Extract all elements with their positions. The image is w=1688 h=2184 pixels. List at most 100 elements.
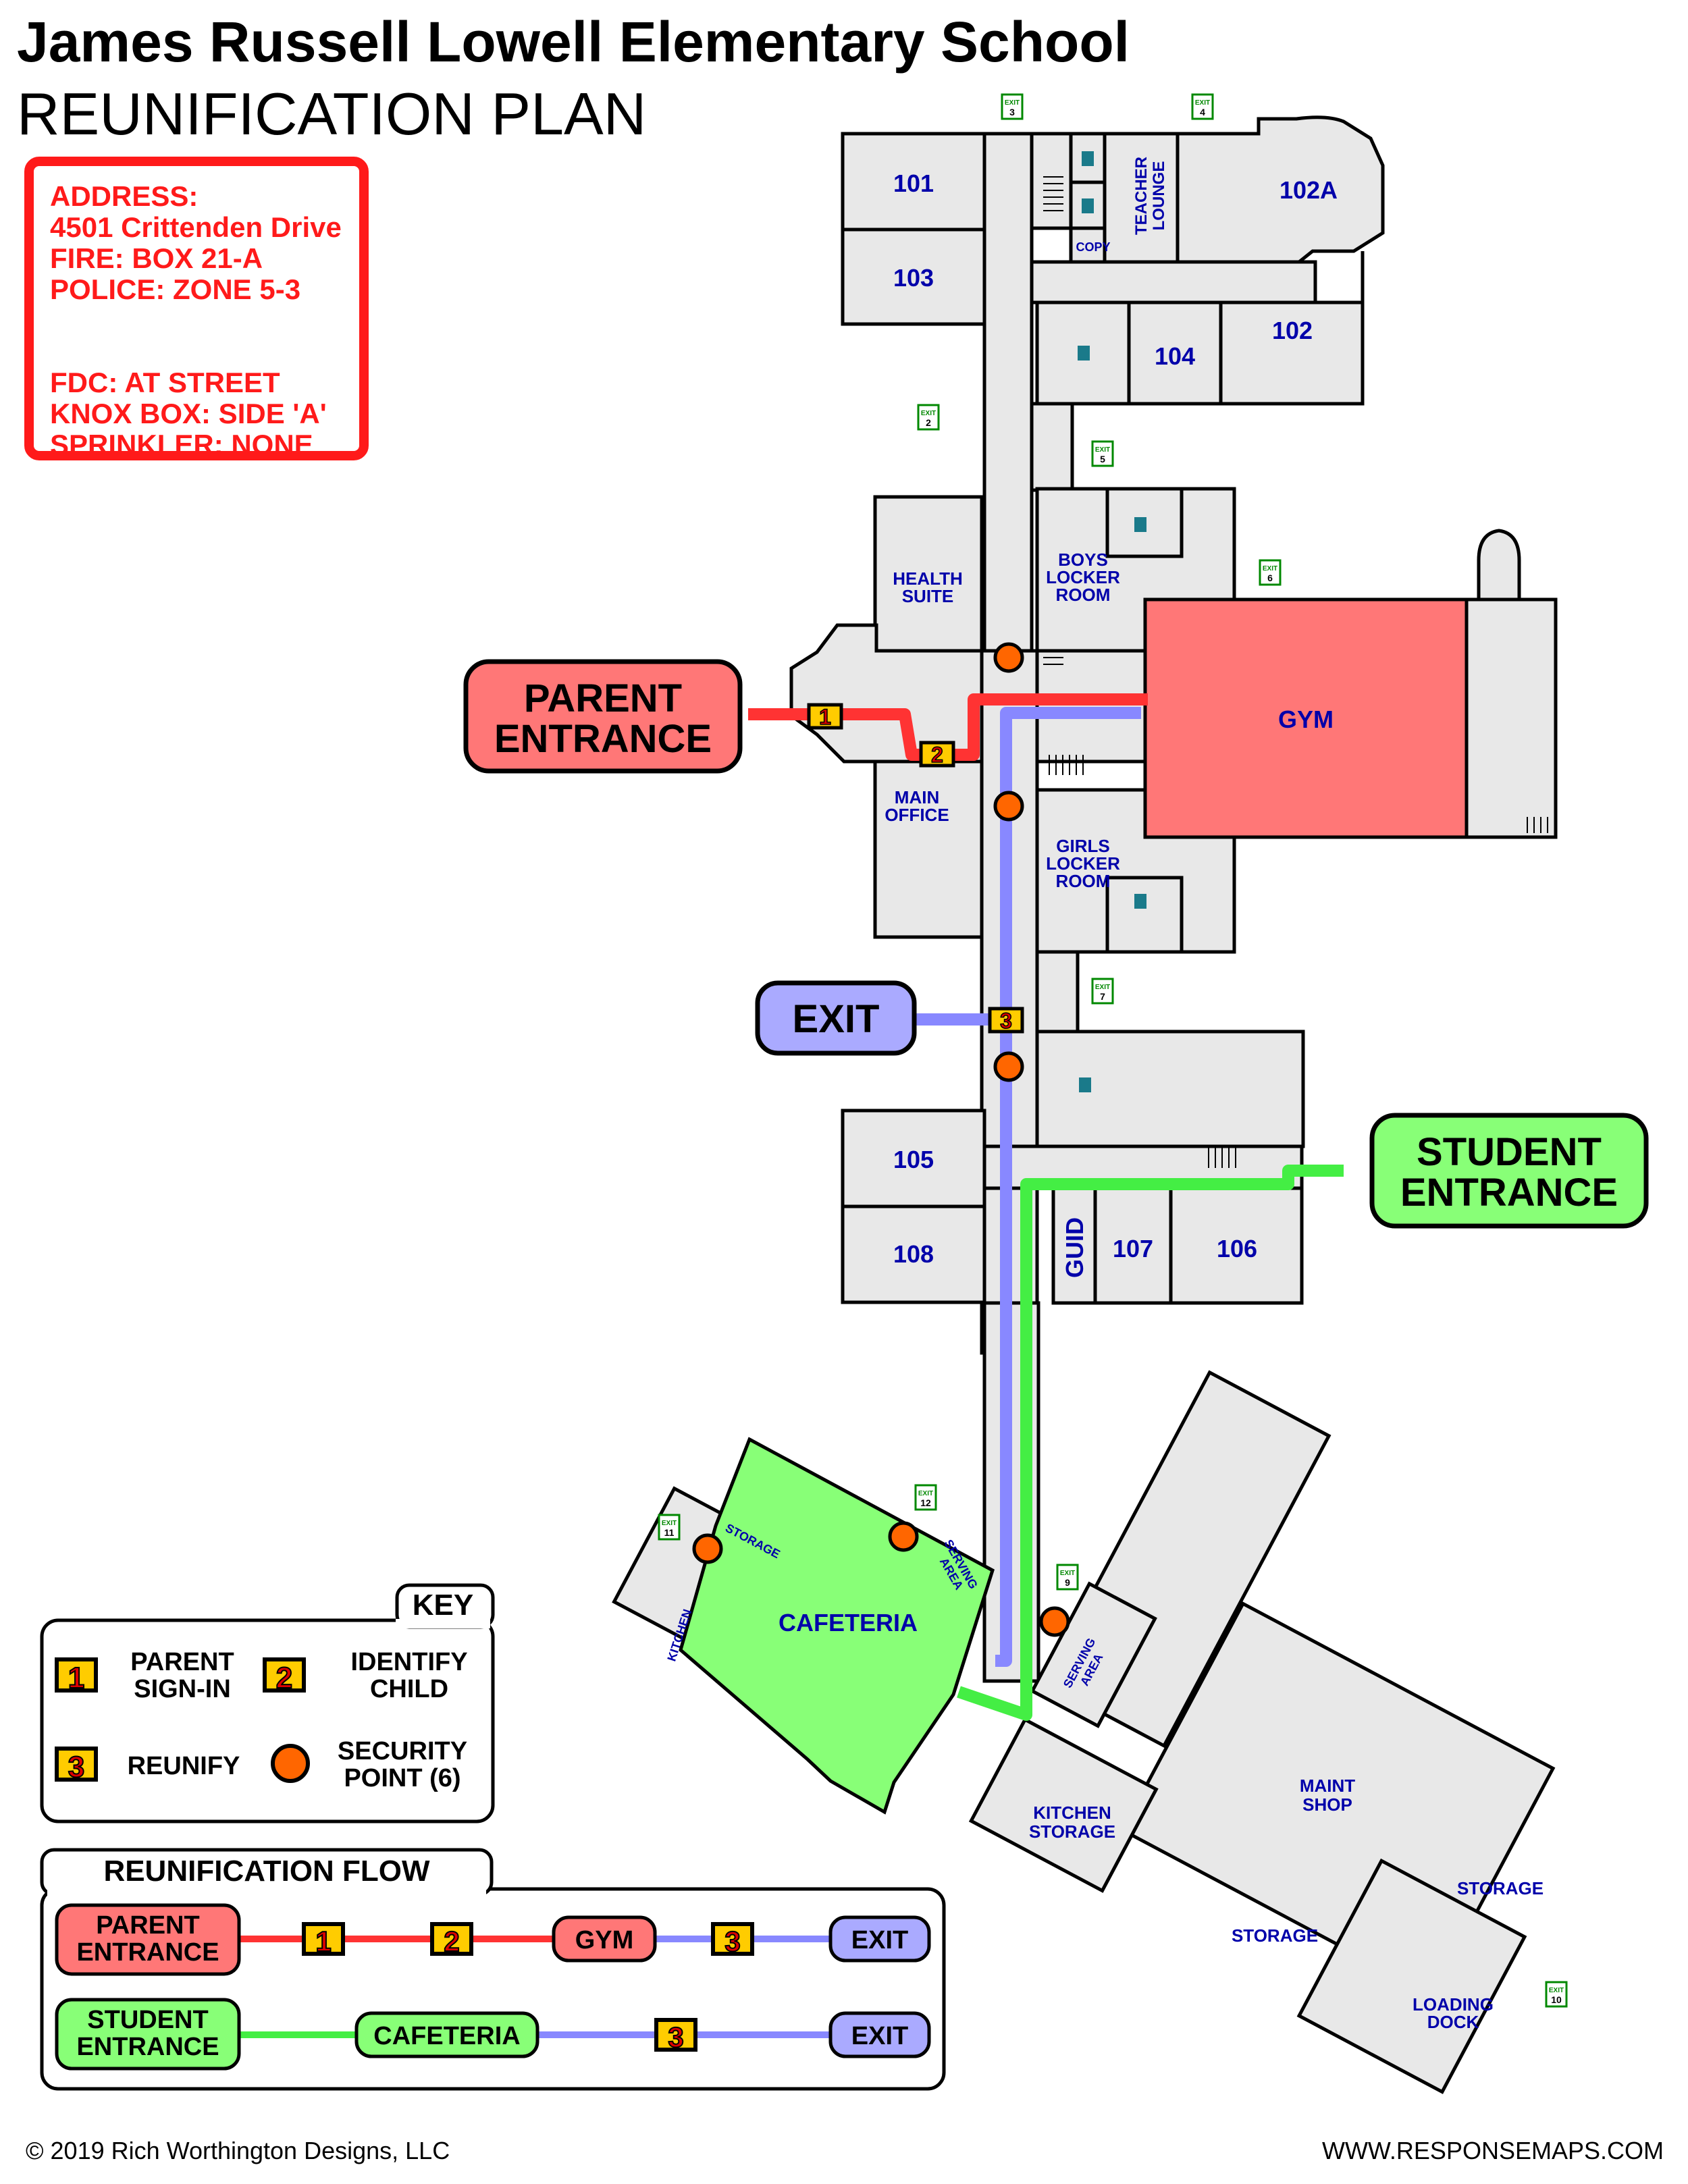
svg-text:10: 10 [1551,1994,1562,2005]
svg-text:EXIT: EXIT [918,1490,933,1497]
restroom-icon [1134,894,1146,909]
gym-annex [1465,597,1558,839]
flow-student-label-1: STUDENT [87,2006,208,2034]
loading-dock-label-2: DOCK [1427,2012,1479,2032]
north-crossing [1030,260,1317,304]
svg-text:EXIT: EXIT [662,1520,677,1527]
boys-locker-label-3: ROOM [1056,585,1111,605]
flow-exit [828,1915,931,1963]
flow-parent-entrance [55,1903,241,1976]
key-security-icon [271,1744,310,1783]
svg-text:3: 3 [1000,1009,1012,1033]
website: WWW.RESPONSEMAPS.COM [1321,2137,1664,2164]
room-102a [1176,115,1385,264]
parent-entrance-callout: PARENT ENTRANCE [463,659,743,774]
flow-parent-label-2: ENTRANCE [76,1938,219,1967]
health-suite-label-1: HEALTH [893,568,963,589]
girls-restroom [1105,876,1184,954]
maint-shop-label-2: SHOP [1302,1794,1352,1815]
svg-text:9: 9 [1065,1577,1070,1588]
stairs [1043,176,1548,1168]
room-102a-label: 102A [1280,176,1338,204]
room-107-label: 107 [1113,1235,1153,1262]
svg-text:EXIT: EXIT [1263,565,1277,572]
room-102-label: 102 [1272,317,1313,344]
police-zone: POLICE: ZONE 5-3 [50,273,301,305]
flow-student-entrance [55,1998,241,2071]
kitchen-storage [968,1717,1159,1893]
exit-route [995,707,1141,1667]
sprinkler-status: SPRINKLER: NONE [50,429,313,460]
flow-step-3b-number: 3 [668,2021,683,2053]
flow-step-3b-icon [654,2018,697,2052]
main-office-label-1: MAIN [895,787,939,807]
teacher-lounge-label-1: TEACHER [1132,157,1151,235]
room-106-label: 106 [1217,1235,1257,1262]
address-label: ADDRESS: [50,180,199,212]
svg-text:5: 5 [1100,454,1105,464]
room-108 [841,1204,986,1304]
flow-box: REUNIFICATION FLOW PARENT ENTRANCE 1 2 G… [40,1848,946,2091]
key-reunify: REUNIFY [128,1752,240,1780]
student-entrance-label-2: ENTRANCE [1400,1171,1618,1215]
key-step-1-icon [55,1657,98,1693]
svg-text:EXIT: EXIT [1060,1570,1075,1577]
flow-parent-label-1: PARENT [96,1911,199,1940]
teacher-lounge-label-2: LOUNGE [1150,161,1168,231]
flow-exit-label: EXIT [851,1926,908,1954]
flow-step-3-icon [711,1922,754,1956]
parent-entrance-label-2: ENTRANCE [494,717,712,761]
security-point [993,642,1024,673]
main-office-label-2: OFFICE [885,805,949,825]
building [612,115,1558,2094]
key-step-1-number: 1 [68,1661,84,1695]
security-points [692,642,1070,1637]
security-point [692,1533,723,1564]
flow-exit-2-label: EXIT [851,2022,908,2050]
room-104 [1127,300,1223,406]
room-106 [1169,1186,1304,1305]
storage-a-label: STORAGE [1457,1878,1544,1898]
key-security-2: POINT (6) [344,1764,460,1792]
exit-callout: EXIT [755,980,917,1056]
security-point [1039,1606,1070,1637]
svg-text:7: 7 [1100,991,1105,1002]
room-105-label: 105 [893,1146,934,1173]
svg-text:2: 2 [931,743,943,767]
flow-title: REUNIFICATION FLOW [103,1855,430,1888]
key-identify-child-2: CHILD [370,1675,448,1703]
flow-gym [552,1915,657,1963]
health-suite [873,495,984,654]
svg-text:6: 6 [1267,572,1273,583]
svg-text:1: 1 [819,705,831,729]
restroom-icon [1078,346,1090,361]
north-stairs-block [1030,132,1073,230]
serving-area-east [1030,1581,1157,1728]
loading-dock-label-1: LOADING [1413,1994,1494,2015]
svg-text:11: 11 [664,1527,675,1538]
key-parent-sign-in-1: PARENT [130,1648,234,1676]
fdc-location: FDC: AT STREET [50,367,280,398]
room-103 [841,228,986,326]
restroom-icons [1078,151,1146,1092]
flow-step-2-number: 2 [444,1925,459,1957]
boys-locker-label-1: BOYS [1058,550,1108,570]
cafeteria-label: CAFETERIA [779,1609,918,1636]
restroom-icon [1134,517,1146,532]
address-value: 4501 Crittenden Drive [50,211,342,243]
copyright: © 2019 Rich Worthington Designs, LLC [26,2137,450,2164]
kitchen-storage-label-2: STORAGE [1029,1821,1115,1842]
teacher-lounge [1103,132,1180,264]
svg-text:EXIT: EXIT [1095,984,1110,991]
security-point [993,791,1024,822]
gym-annex-tower [1477,529,1521,602]
flow-step-2-icon [430,1922,473,1956]
svg-text:EXIT: EXIT [1095,446,1110,454]
entrance-lobby [789,623,1150,764]
building-info-box: ADDRESS: 4501 Crittenden Drive FIRE: BOX… [24,157,369,460]
